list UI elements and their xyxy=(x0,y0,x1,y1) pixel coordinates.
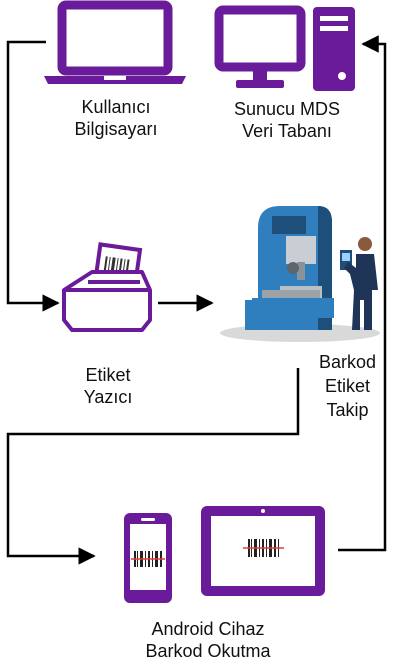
label-printer-line1: Etiket xyxy=(85,365,131,385)
label-tracking: Barkod Etiket Takip xyxy=(300,350,395,422)
label-server-line2: Veri Tabanı xyxy=(242,121,332,141)
label-tracking-line1: Barkod xyxy=(318,352,377,372)
label-user-pc-line1: Kullanıcı xyxy=(81,97,151,117)
label-android-line1: Android Cihaz xyxy=(151,619,265,639)
phone-barcode-icon xyxy=(124,513,172,603)
label-printer: Etiket Yazıcı xyxy=(58,364,158,408)
label-server: Sunucu MDS Veri Tabanı xyxy=(212,98,362,142)
laptop-icon xyxy=(44,0,186,84)
arrow-tracking-to-android xyxy=(6,368,300,565)
label-android-line2: Barkod Okutma xyxy=(145,641,271,661)
label-user-pc: Kullanıcı Bilgisayarı xyxy=(46,96,186,140)
label-user-pc-line2: Bilgisayarı xyxy=(74,119,158,139)
industrial-machine-icon xyxy=(220,206,380,342)
label-printer-line2: Yazıcı xyxy=(83,387,133,407)
label-tracking-line2: Etiket xyxy=(324,376,371,396)
label-printer-icon xyxy=(62,242,152,332)
label-tracking-line3: Takip xyxy=(326,400,369,420)
label-android: Android Cihaz Barkod Okutma xyxy=(118,618,298,662)
label-server-line1: Sunucu MDS xyxy=(233,99,341,119)
arrow-android-to-server xyxy=(338,35,387,552)
tablet-barcode-icon xyxy=(201,506,325,596)
server-desktop-icon xyxy=(214,5,355,91)
arrow-pc-to-printer xyxy=(6,40,60,312)
